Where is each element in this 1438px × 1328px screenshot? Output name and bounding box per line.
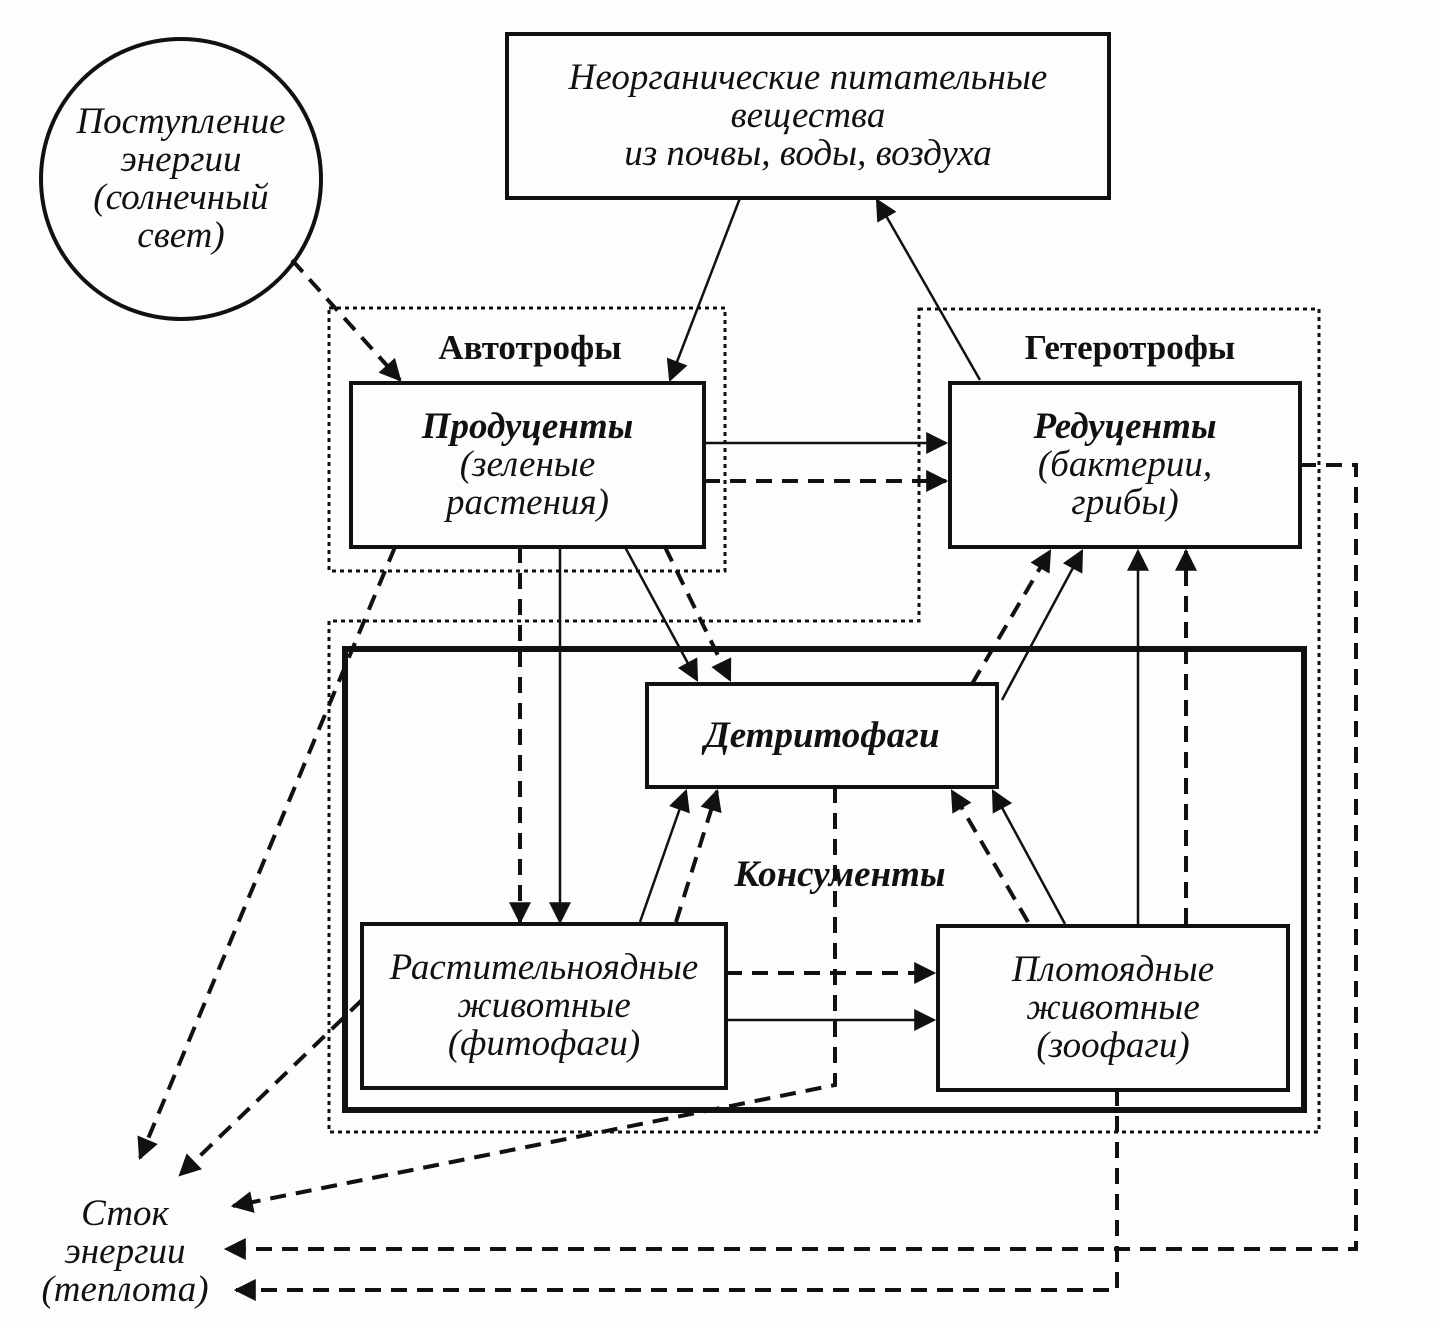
carnivores-line-1: Плотоядные <box>1011 949 1215 990</box>
inorganic-label: Неорганические питательные вещества из п… <box>507 34 1109 198</box>
producers-box <box>349 381 706 549</box>
carnivores-line-3: (зоофаги) <box>1036 1025 1190 1066</box>
energy-source-line-3: (солнечный <box>93 177 269 218</box>
energy-sink-line-1: Сток <box>81 1193 169 1234</box>
herbivores-line-1: Растительноядные <box>389 947 699 988</box>
energy-source-line-1: Поступление <box>76 101 286 142</box>
producers-name: Продуценты <box>421 406 634 447</box>
producers-line-2: растения) <box>446 482 609 523</box>
arrow-carnivores-to-sink <box>233 1090 1119 1301</box>
reducers-label: Редуценты (бактерии, грибы) <box>950 383 1300 547</box>
reducers-line-1: (бактерии, <box>1037 444 1213 485</box>
energy-source-line-4: свет) <box>137 215 225 256</box>
arrow-herbivores-to-detritophages <box>638 788 690 923</box>
reducers-name: Редуценты <box>1033 406 1217 447</box>
energy-sink-line-3: (теплота) <box>41 1269 209 1310</box>
arrow-herbivores-to-detritophages-energy <box>674 788 722 923</box>
inorganic-line-3: из почвы, воды, воздуха <box>624 133 992 174</box>
arrow-producers-to-detritophages <box>623 546 699 682</box>
carnivores-box <box>936 924 1290 1092</box>
energy-source-line-2: энергии <box>120 139 242 180</box>
arrow-herbivores-to-sink <box>178 998 364 1177</box>
arrow-detritophages-to-reducers <box>1000 549 1084 701</box>
arrow-producers-to-sink <box>137 546 397 1161</box>
reducers-line-2: грибы) <box>1071 482 1179 523</box>
consumers-title: Консументы <box>734 854 946 895</box>
herbivores-line-3: (фитофаги) <box>447 1023 641 1064</box>
arrow-reducers-to-inorganic <box>875 198 982 381</box>
inorganic-line-1: Неорганические питательные <box>568 57 1048 98</box>
inorganic-box <box>505 32 1111 200</box>
energy-arrows <box>137 258 1358 1301</box>
producers-label: Продуценты (зеленые растения) <box>351 383 704 547</box>
arrow-sun-to-producers <box>290 258 402 382</box>
heterotrophs-group <box>327 307 1321 1134</box>
matter-arrows <box>549 197 1149 1031</box>
inorganic-line-2: вещества <box>730 95 886 136</box>
herbivores-line-2: животные <box>457 985 631 1026</box>
energy-source-label: Поступление энергии (солнечный свет) <box>41 39 321 319</box>
detritophages-label: Детритофаги <box>704 714 940 756</box>
herbivores-box <box>360 922 728 1090</box>
producers-line-1: (зеленые <box>459 444 596 485</box>
arrow-detritophages-to-sink <box>230 787 837 1213</box>
reducers-box <box>948 381 1302 549</box>
heterotrophs-title: Гетеротрофы <box>1024 328 1236 367</box>
arrow-reducers-to-sink <box>223 463 1358 1260</box>
herbivores-label: Растительноядные животные (фитофаги) <box>362 924 726 1088</box>
arrow-detritophages-to-reducers-energy <box>970 549 1052 686</box>
autotrophs-group <box>327 306 727 573</box>
carnivores-label: Плотоядные животные (зоофаги) <box>938 926 1288 1090</box>
energy-sink-line-2: энергии <box>64 1231 186 1272</box>
arrow-carnivores-to-detritophages <box>991 789 1067 925</box>
arrow-producers-to-detritophages-energy <box>663 546 732 682</box>
autotrophs-title: Автотрофы <box>438 328 622 367</box>
consumers-frame <box>342 646 1307 1113</box>
energy-sink-label: Сток энергии (теплота) <box>20 1188 230 1316</box>
carnivores-line-2: животные <box>1026 987 1200 1028</box>
energy-source-circle <box>39 37 323 321</box>
detritophages-box <box>645 682 999 789</box>
arrow-inorganic-to-producers <box>666 197 742 383</box>
